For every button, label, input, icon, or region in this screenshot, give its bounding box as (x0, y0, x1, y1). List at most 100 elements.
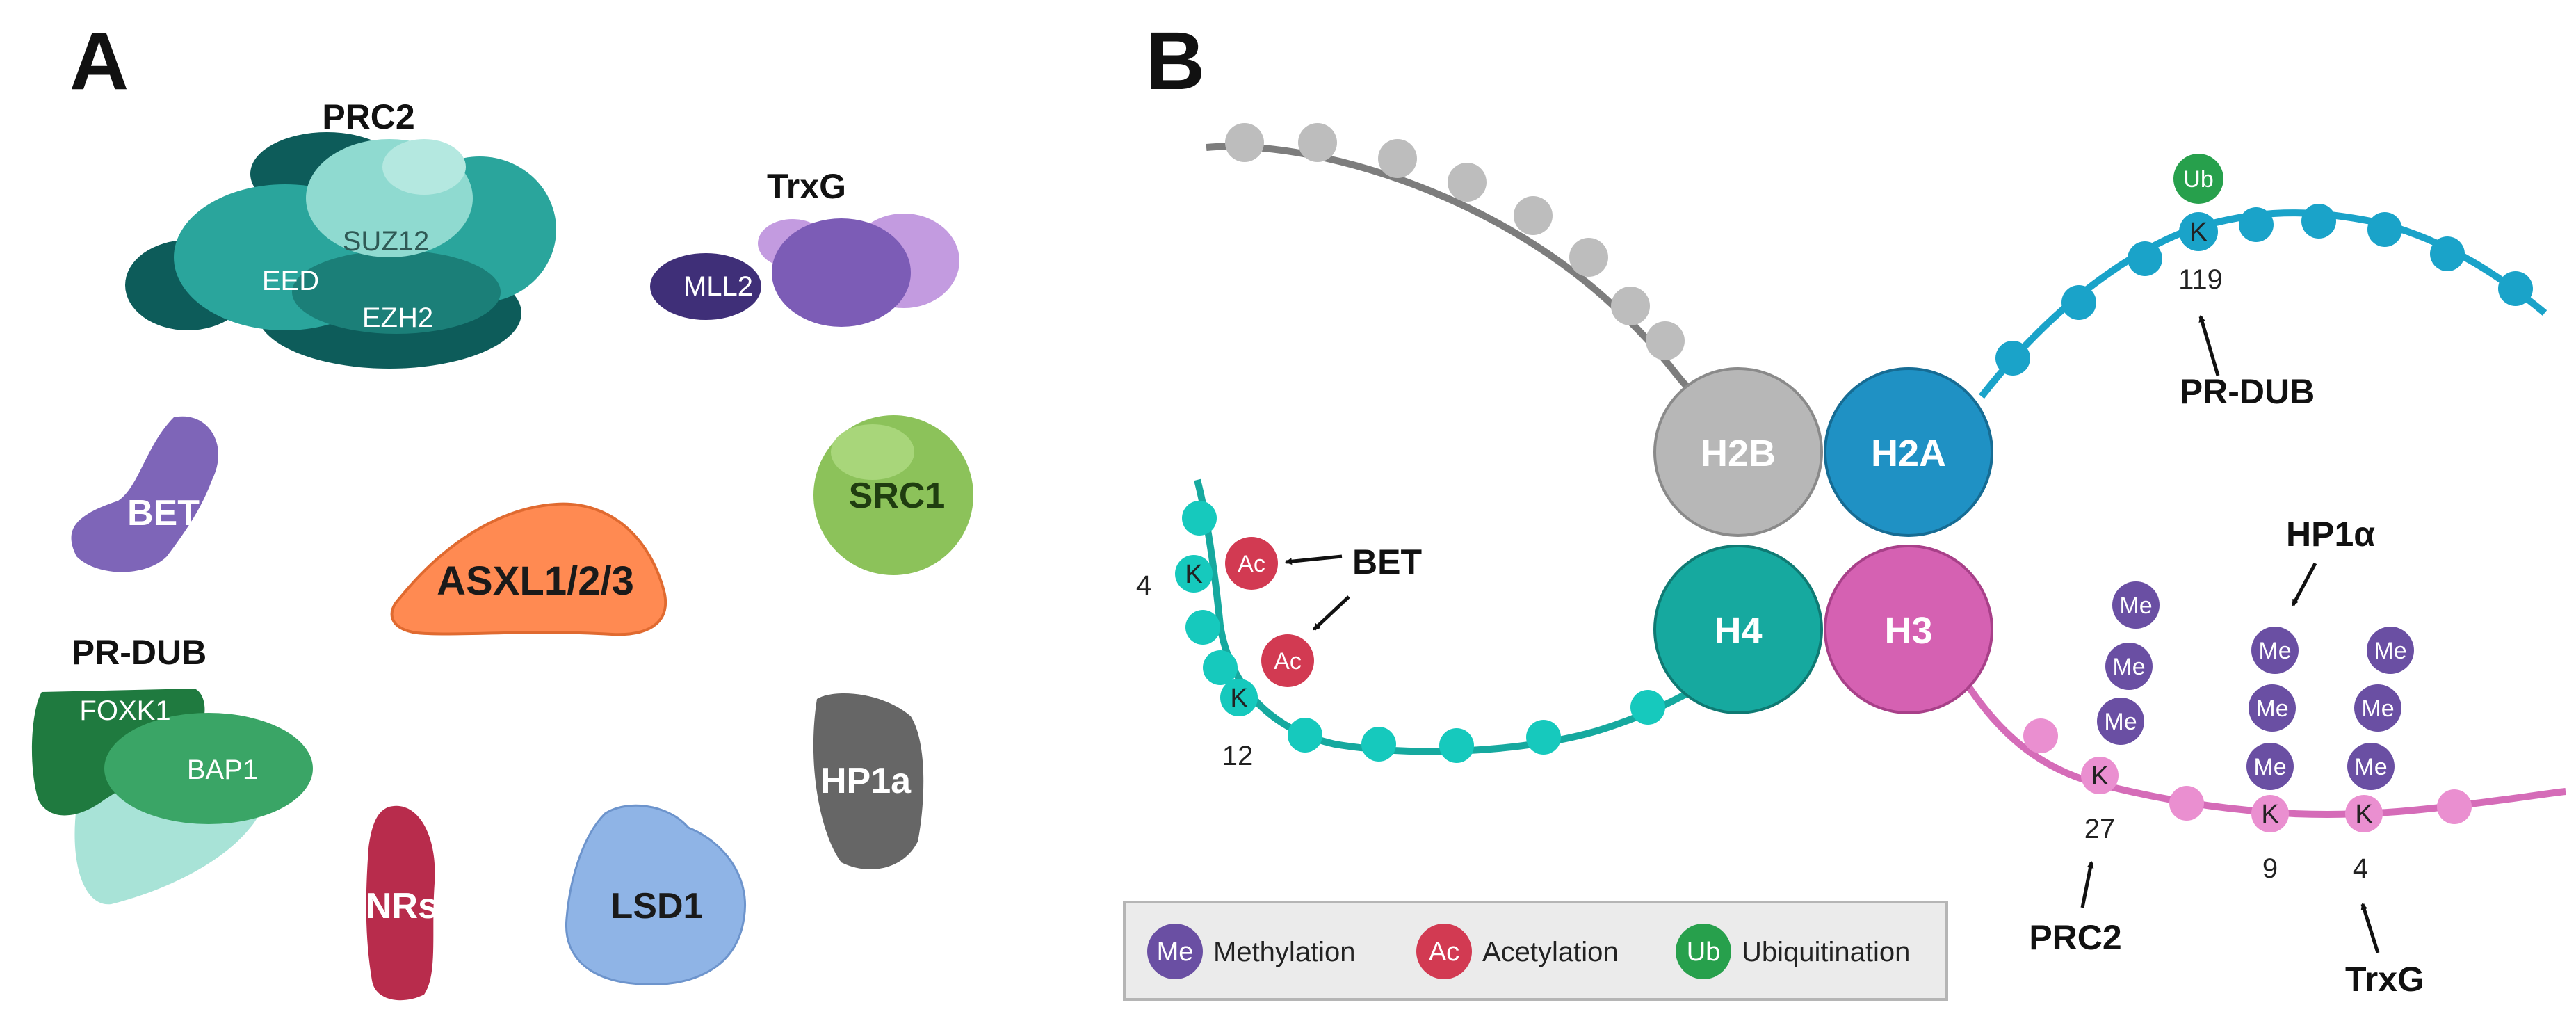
h3-bead (2437, 789, 2472, 824)
panel-b-label: B (1146, 15, 1205, 107)
h2a-bead (2367, 212, 2402, 247)
ub-mark (2173, 154, 2223, 204)
legend: Me Methylation Ac Acetylation Ub Ubiquit… (1123, 901, 1948, 1001)
nrs-label: NRs (366, 886, 438, 926)
ac-mark-k4 (1225, 537, 1278, 590)
h4-k4-label: K (1185, 560, 1202, 589)
src1-highlight (831, 424, 914, 480)
h4-label: H4 (1714, 610, 1762, 652)
mll2-subunit (650, 253, 761, 320)
suz12-highlight (382, 139, 466, 195)
me-mark (2347, 743, 2395, 790)
legend-box (1123, 901, 1948, 1001)
asxl-protein: ASXL1/2/3 (390, 502, 667, 636)
h4-bead (1526, 720, 1561, 755)
foxk1-label: FOXK1 (79, 695, 170, 726)
legend-me-icon-label: Me (1157, 938, 1194, 967)
h4-tail-beads (1182, 501, 1665, 763)
h2a-tail-beads (1995, 204, 2533, 376)
panel-a-label: A (70, 15, 129, 107)
h2b-bead (1646, 321, 1685, 360)
h3-k4-label: K (2355, 800, 2372, 829)
h2b-bead (1448, 163, 1487, 202)
ub-mark-label: Ub (2183, 166, 2213, 193)
bet-arrow-k4 (1285, 554, 1343, 565)
src1-label: SRC1 (849, 476, 946, 516)
h4-bead (1182, 501, 1217, 536)
prdub-enzyme-label: PR-DUB (2180, 372, 2315, 411)
h4-k4-position: 4 (1136, 570, 1151, 601)
h3-k27-residue (2081, 757, 2119, 794)
h3-k9-label: K (2261, 800, 2278, 829)
nrs-protein: NRs (366, 805, 438, 1001)
bet-enzyme-label: BET (1352, 542, 1422, 581)
me-mark-label: Me (2354, 754, 2387, 780)
h3-k9-position: 9 (2262, 853, 2278, 884)
h3-k4-position: 4 (2353, 853, 2368, 884)
h4-bead (1203, 650, 1238, 685)
src1-protein: SRC1 (813, 415, 973, 575)
h2b-bead (1611, 287, 1650, 325)
prc2-complex: PRC2 SUZ12 EED EZH2 (125, 97, 556, 369)
h4-bead (1439, 728, 1474, 763)
me-mark-label: Me (2374, 638, 2406, 664)
legend-ub-icon-label: Ub (1687, 938, 1721, 967)
h2a-k119-label: K (2189, 218, 2207, 247)
h4-k12-residue (1220, 679, 1258, 716)
h2b-label: H2B (1701, 433, 1776, 474)
h3-k4-residue (2345, 795, 2383, 832)
suz12-label: SUZ12 (343, 226, 430, 257)
me-mark-label: Me (2361, 695, 2394, 722)
ac-mark-k12 (1261, 634, 1314, 687)
h4-k12-position: 12 (1222, 741, 1254, 771)
me-mark (2105, 643, 2153, 690)
prc2-arrow (2080, 861, 2094, 908)
mll2-label: MLL2 (683, 271, 753, 302)
bap1-label: BAP1 (187, 755, 258, 785)
h3-histone (1824, 545, 1993, 714)
prc2-enzyme-label: PRC2 (2029, 918, 2121, 957)
h2b-bead (1298, 123, 1337, 162)
h3-tail-beads (2023, 718, 2472, 824)
h3-k27-label: K (2091, 762, 2108, 791)
h2b-tail-beads (1225, 123, 1685, 360)
h2a-bead (2498, 271, 2533, 306)
bet-shape (71, 416, 218, 572)
prdub-title: PR-DUB (72, 633, 206, 672)
h3-bead (2169, 786, 2204, 821)
ezh2-subunit (292, 250, 501, 334)
prdub-arrow (2198, 315, 2220, 376)
me-mark (2354, 684, 2401, 732)
bet-protein: BET (71, 416, 218, 572)
h2b-bead (1514, 196, 1553, 235)
h2b-bead (1378, 139, 1417, 178)
h4-bead (1361, 727, 1396, 762)
h2a-bead (2301, 204, 2336, 239)
hp1a-enzyme-label: HP1α (2286, 515, 2375, 554)
me-mark-label: Me (2104, 709, 2137, 735)
lsd1-shape (565, 804, 746, 986)
ac-mark-k4-label: Ac (1238, 551, 1265, 577)
trxg-title: TrxG (767, 167, 846, 206)
bet-arrow-k12 (1313, 595, 1350, 631)
hp1a-label: HP1a (820, 761, 912, 801)
h2b-tail (1206, 143, 1694, 393)
prdub-complex: PR-DUB FOXK1 BAP1 (31, 633, 313, 905)
lsd1-label: LSD1 (611, 886, 704, 926)
lsd1-protein: LSD1 (565, 804, 746, 986)
hp1a-arrow (2291, 562, 2317, 606)
me-mark-label: Me (2112, 654, 2145, 680)
me-mark (2112, 581, 2160, 629)
me-mark (2097, 698, 2144, 745)
me-mark-label: Me (2255, 695, 2288, 722)
h2a-histone (1824, 367, 1993, 537)
bet-label: BET (127, 493, 200, 533)
ezh2-label: EZH2 (362, 303, 433, 333)
me-mark (2246, 743, 2294, 790)
h4-bead (1185, 610, 1220, 645)
trxg-complex: TrxG MLL2 (650, 167, 959, 327)
h4-histone (1653, 545, 1823, 714)
bap1-subunit (104, 713, 313, 824)
legend-ub-icon (1676, 924, 1731, 979)
